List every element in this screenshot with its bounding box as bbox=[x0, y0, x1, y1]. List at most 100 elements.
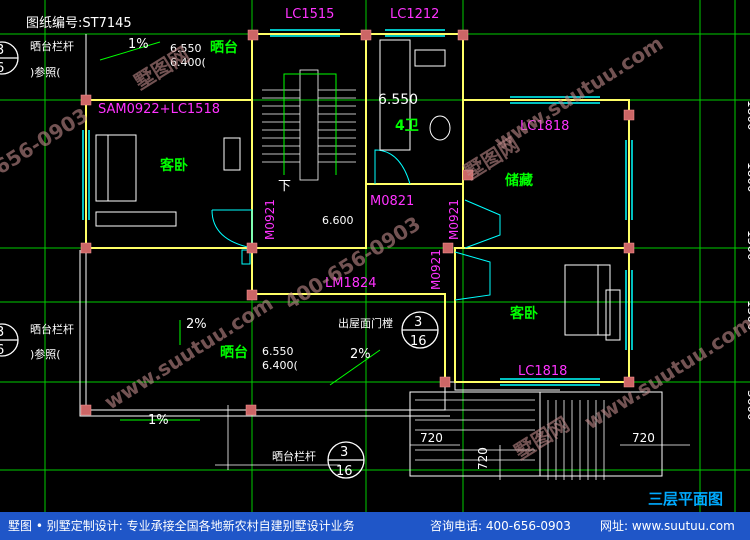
detail-ref-3-top: 3 bbox=[414, 315, 422, 330]
window-label-storage: LC1818 bbox=[520, 119, 569, 134]
column bbox=[80, 94, 92, 106]
drawing-code-label: 图纸编号:ST7145 bbox=[26, 16, 132, 31]
detail-refs bbox=[0, 41, 439, 479]
room-bedroom-right: 客卧 bbox=[509, 305, 538, 322]
column bbox=[80, 242, 92, 254]
room-labels: 晒台 4卫 客卧 储藏 客卧 晒台 bbox=[159, 39, 538, 361]
room-balcony-top: 晒台 bbox=[210, 39, 238, 56]
column bbox=[360, 29, 372, 41]
room-storage: 储藏 bbox=[504, 172, 533, 189]
stair bbox=[262, 69, 356, 181]
toilet bbox=[429, 115, 451, 141]
dim-720-mid: 720 bbox=[476, 447, 490, 470]
detail-ref-1-bot: 6 bbox=[0, 61, 4, 76]
room-balcony-bottom: 晒台 bbox=[220, 344, 248, 361]
windows bbox=[82, 29, 633, 386]
slope-labels: 1% 2% 2% 1% bbox=[128, 37, 371, 428]
slope-mid-left: 2% bbox=[186, 317, 207, 332]
door-swing bbox=[211, 209, 253, 249]
slope-arrows bbox=[99, 41, 381, 421]
column bbox=[246, 242, 258, 254]
dim-right-3: 1500 bbox=[745, 230, 750, 261]
detail-ref-2-bot: 6 bbox=[0, 343, 4, 358]
column bbox=[247, 29, 259, 41]
door-label-m0921-right: M0921 bbox=[447, 199, 461, 240]
dim-720-left: 720 bbox=[420, 431, 443, 445]
level-bottom-b: 6.400( bbox=[262, 359, 298, 372]
door-label-m0921-left: M0921 bbox=[263, 199, 277, 240]
footer-bar: 墅图 • 别墅定制设计: 专业承接全国各地新农村自建别墅设计业务 咨询电话: 4… bbox=[0, 512, 750, 540]
roof-exit-label: 出屋面门樘 bbox=[338, 316, 393, 330]
room-bedroom-left: 客卧 bbox=[159, 157, 188, 174]
door-labels: M0821 M0921 M0921 M0921 bbox=[263, 194, 461, 290]
wardrobe-right bbox=[605, 289, 621, 341]
footer-website[interactable]: 网址: www.suutuu.com bbox=[600, 519, 735, 533]
door-swing bbox=[374, 149, 411, 185]
stair-landing-left bbox=[409, 391, 541, 477]
stair-down-label: 下 bbox=[278, 179, 291, 194]
column bbox=[623, 242, 635, 254]
detail-ref-4-top: 3 bbox=[340, 445, 348, 460]
detail-ref-1-top: 3 bbox=[0, 43, 4, 58]
columns bbox=[80, 29, 635, 416]
bed-right bbox=[564, 264, 611, 336]
door-post bbox=[241, 249, 251, 265]
plan-title: 三层平面图 bbox=[648, 490, 724, 508]
column bbox=[623, 376, 635, 388]
dim-right-5: 3600 bbox=[745, 390, 750, 421]
column bbox=[442, 242, 454, 254]
column bbox=[246, 289, 258, 301]
level-bottom-a: 6.550 bbox=[262, 345, 294, 358]
level-bath: 6.550 bbox=[378, 92, 418, 108]
slope-arrow bbox=[99, 41, 161, 61]
sink bbox=[414, 49, 446, 67]
bed-right-pillow bbox=[597, 264, 611, 336]
slope-arrow bbox=[329, 349, 381, 386]
bed-left-pillow bbox=[95, 134, 109, 202]
door-swing bbox=[464, 199, 501, 249]
watermark-site-left: www.suutuu.com bbox=[100, 291, 277, 414]
room-bath: 4卫 bbox=[395, 118, 419, 134]
detail-ref-4-bot: 16 bbox=[336, 464, 353, 479]
door-label-m0921-lower: M0921 bbox=[429, 249, 443, 290]
level-stair: 6.600 bbox=[322, 214, 354, 227]
dim-right-1: 1800 bbox=[745, 100, 750, 131]
column bbox=[245, 404, 257, 416]
watermark-site-bottom: www.suutuu.com bbox=[580, 311, 750, 434]
railing-label-1: 晒台栏杆 bbox=[30, 39, 74, 53]
level-top-b: 6.400( bbox=[170, 56, 206, 69]
wall-bedroom-right bbox=[454, 247, 630, 383]
window-label-lc1515: LC1515 bbox=[285, 7, 334, 22]
level-labels: 6.550 6.400( 6.550 6.600 6.550 6.400( bbox=[170, 42, 418, 372]
slope-mid-right: 2% bbox=[350, 347, 371, 362]
slope-top: 1% bbox=[128, 37, 149, 52]
column bbox=[623, 109, 635, 121]
dim-right-2: 1800 bbox=[745, 162, 750, 193]
watermark-site-right: www.suutuu.com bbox=[490, 31, 667, 154]
doors bbox=[211, 149, 501, 301]
door-label-m0821: M0821 bbox=[370, 194, 414, 209]
column bbox=[457, 29, 469, 41]
stair-arrow-path bbox=[283, 73, 337, 175]
railing-ref-2: )参照( bbox=[30, 347, 61, 361]
watermark-phone-left: 656-0903 bbox=[0, 103, 92, 179]
detail-ref-labels: 3 6 3 6 3 16 3 16 bbox=[0, 43, 427, 479]
door-label-lm1824: LM1824 bbox=[325, 276, 377, 291]
level-top-a: 6.550 bbox=[170, 42, 202, 55]
detail-ref-2-top: 3 bbox=[0, 325, 4, 340]
railing-ref-1: )参照( bbox=[30, 65, 61, 79]
furniture bbox=[95, 39, 621, 341]
window-label-sam: SAM0922+LC1518 bbox=[98, 102, 220, 117]
chair-left bbox=[223, 137, 241, 171]
column bbox=[462, 169, 474, 181]
shower-area bbox=[379, 39, 411, 151]
wall-balcony bbox=[251, 248, 446, 382]
dim-right-4: 1500 bbox=[745, 300, 750, 331]
bed-left bbox=[95, 134, 137, 202]
dimension-labels: 720 720 720 1800 1800 1500 1500 3600 bbox=[420, 100, 750, 470]
dimension-lines bbox=[215, 405, 690, 480]
column bbox=[439, 376, 451, 388]
dim-720-right: 720 bbox=[632, 431, 655, 445]
footer-phone: 咨询电话: 400-656-0903 bbox=[430, 519, 571, 533]
